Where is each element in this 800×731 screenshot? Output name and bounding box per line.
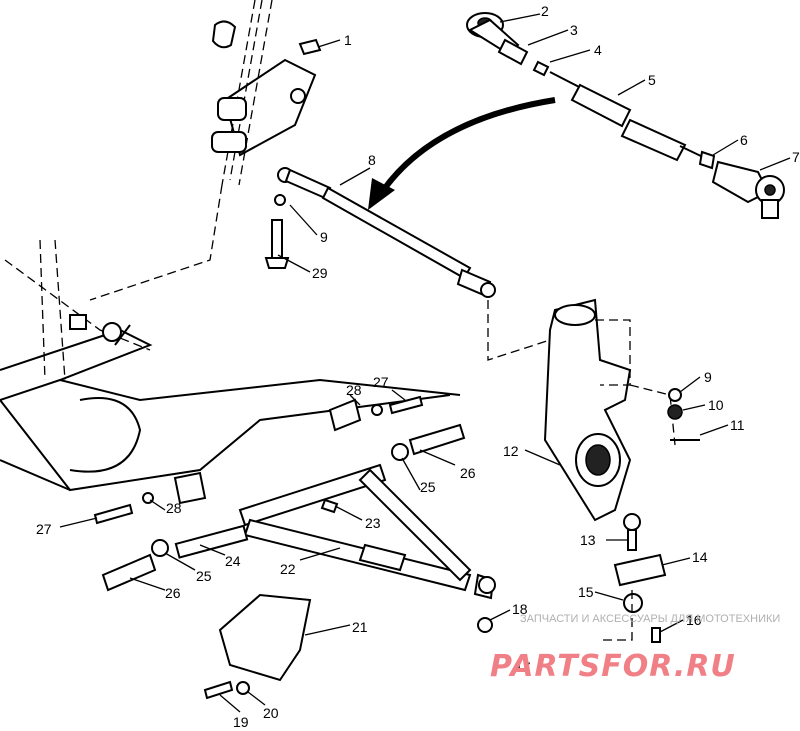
callouts: 1 2 3 4 5 6 7 8 9 29 9 10 11 12 28 27 26… (36, 3, 800, 730)
callout-16: 16 (686, 612, 702, 628)
callout-26-right: 26 (460, 465, 476, 481)
callout-3: 3 (570, 22, 578, 38)
callout-26-left: 26 (165, 585, 181, 601)
steering-post (89, 0, 322, 301)
callout-20: 20 (263, 705, 279, 721)
tie-rod (264, 167, 551, 361)
callout-29: 29 (312, 265, 328, 281)
callout-21: 21 (352, 619, 368, 635)
callout-27-left: 27 (36, 521, 52, 537)
watermark-logo: PARTSFOR.RU (490, 649, 736, 684)
callout-7: 7 (792, 149, 800, 165)
direction-arrow (368, 97, 556, 210)
callout-28-top: 28 (346, 382, 362, 398)
tie-rod-assembly (466, 12, 785, 219)
callout-18: 18 (512, 601, 528, 617)
ball-joint-parts (600, 513, 667, 643)
callout-9-upper: 9 (320, 229, 328, 245)
callout-22: 22 (280, 561, 296, 577)
callout-11: 11 (730, 417, 745, 433)
callout-5: 5 (648, 72, 656, 88)
callout-23: 23 (365, 515, 381, 531)
callout-27-top: 27 (373, 374, 389, 390)
callout-24: 24 (225, 553, 241, 569)
callout-6: 6 (740, 132, 748, 148)
callout-4: 4 (594, 42, 602, 58)
watermark-tagline: ЗАПЧАСТИ И АКСЕССУАРЫ ДЛЯ МОТОТЕХНИКИ (520, 613, 780, 625)
pivot-hardware (93, 395, 466, 592)
callout-19: 19 (233, 714, 249, 730)
callout-28-left: 28 (166, 500, 182, 516)
spindle-hardware (667, 388, 700, 441)
callout-25-left: 25 (196, 568, 212, 584)
spindle (543, 298, 676, 522)
callout-17: 17 (515, 659, 531, 675)
a-arm (174, 463, 496, 633)
skid-plate (203, 593, 312, 700)
callout-14: 14 (692, 549, 708, 565)
callout-12: 12 (503, 443, 519, 459)
callout-25-right: 25 (420, 479, 436, 495)
callout-10: 10 (708, 397, 724, 413)
callout-1: 1 (344, 32, 352, 48)
chassis-frame (0, 239, 461, 492)
leader-lines (59, 13, 791, 713)
callout-13: 13 (580, 532, 596, 548)
callout-8: 8 (368, 152, 376, 168)
callout-15: 15 (578, 584, 594, 600)
callout-2: 2 (541, 3, 549, 19)
callout-9-lower: 9 (704, 369, 712, 385)
watermark: ЗАПЧАСТИ И АКСЕССУАРЫ ДЛЯ МОТОТЕХНИКИ PA… (490, 613, 780, 684)
